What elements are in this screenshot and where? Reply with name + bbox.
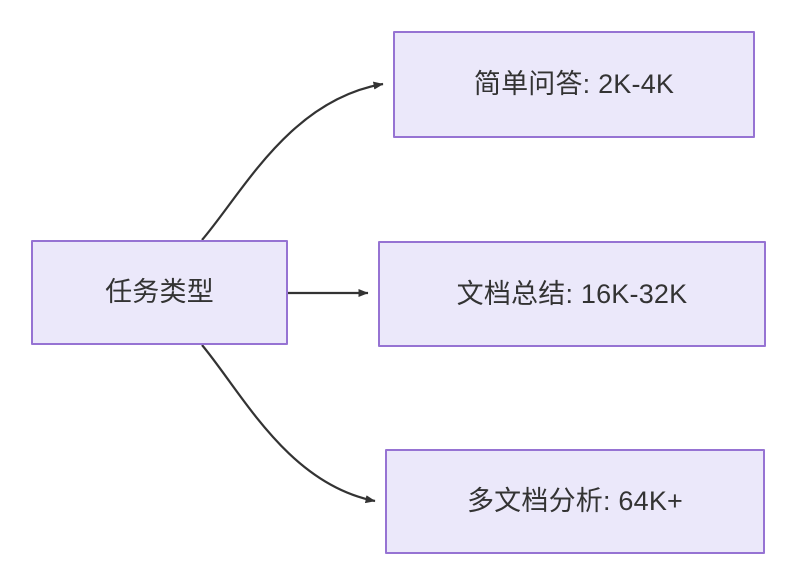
node-multi-doc-label: 多文档分析: 64K+ bbox=[466, 486, 683, 517]
node-simple-qa-label: 简单问答: 2K-4K bbox=[473, 69, 675, 100]
edge-root-to-multi-doc bbox=[201, 344, 376, 504]
node-task-type[interactable]: 任务类型 bbox=[31, 240, 288, 345]
edge-root-to-simple-qa bbox=[201, 81, 384, 241]
node-simple-qa[interactable]: 简单问答: 2K-4K bbox=[393, 31, 755, 138]
node-doc-summary-label: 文档总结: 16K-32K bbox=[456, 278, 688, 309]
node-task-type-label: 任务类型 bbox=[105, 277, 214, 308]
node-doc-summary[interactable]: 文档总结: 16K-32K bbox=[378, 241, 766, 347]
node-multi-doc[interactable]: 多文档分析: 64K+ bbox=[385, 449, 765, 554]
